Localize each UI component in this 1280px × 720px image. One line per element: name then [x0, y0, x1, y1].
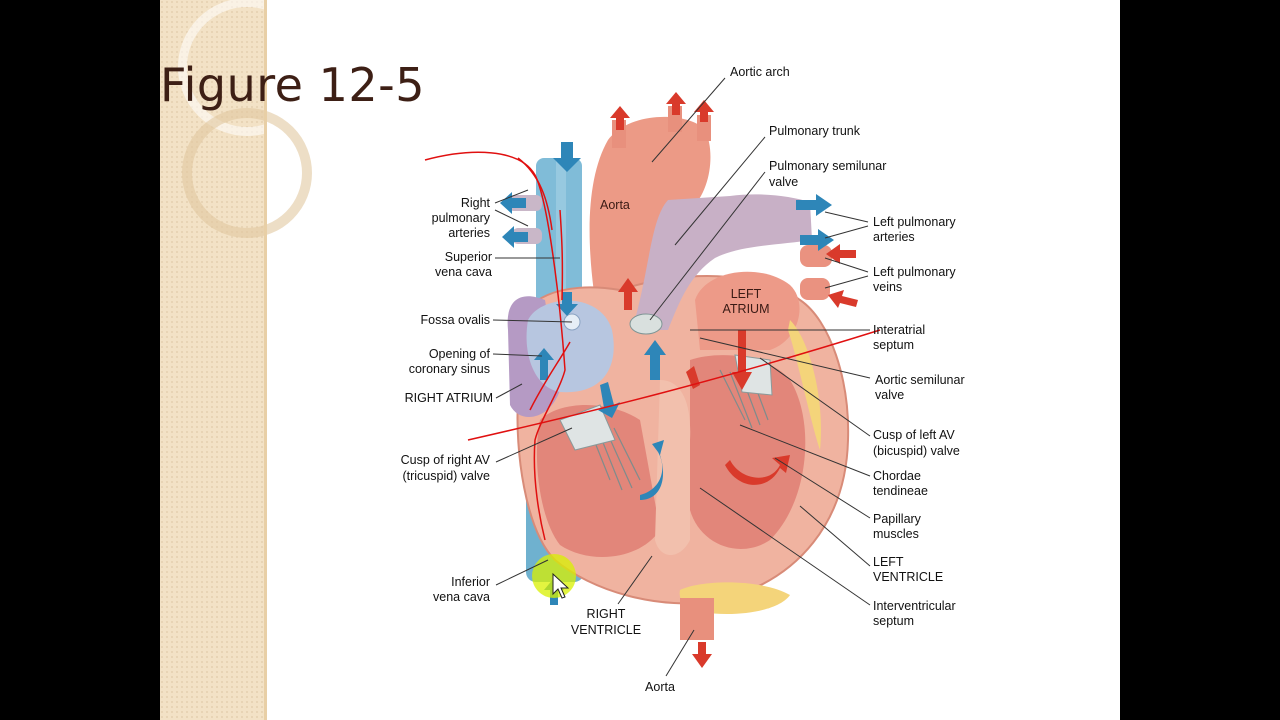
left-pulmonary-vein-upper — [800, 245, 832, 267]
label-pulmonary-trunk: Pulmonary trunk — [769, 124, 861, 138]
cursor-highlight — [532, 554, 576, 598]
label-right-ventricle-2: VENTRICLE — [571, 623, 641, 637]
label-left-atrium-2: ATRIUM — [723, 302, 770, 316]
label-left-pulmonary-arteries-1: Left pulmonary — [873, 215, 956, 229]
interventricular-septum-wall — [655, 380, 690, 555]
red-arrow-lpv-2 — [828, 290, 858, 308]
label-cusp-left-av-2: (bicuspid) valve — [873, 444, 960, 458]
left-pulmonary-vein-lower — [800, 278, 830, 300]
label-aortic-semilunar-valve-1: Aortic semilunar — [875, 373, 965, 387]
label-papillary-muscles-1: Papillary — [873, 512, 922, 526]
label-cusp-left-av-1: Cusp of left AV — [873, 428, 955, 442]
label-opening-coronary-sinus-2: coronary sinus — [409, 362, 490, 376]
label-inferior-vena-cava-2: vena cava — [433, 590, 490, 604]
label-aorta-upper: Aorta — [600, 198, 630, 212]
label-interatrial-septum-2: septum — [873, 338, 914, 352]
label-inferior-vena-cava-1: Inferior — [451, 575, 490, 589]
label-cusp-right-av-2: (tricuspid) valve — [402, 469, 490, 483]
label-left-atrium-1: LEFT — [731, 287, 762, 301]
label-interventricular-septum-1: Interventricular — [873, 599, 956, 613]
label-pulmonary-semilunar-valve-1: Pulmonary semilunar — [769, 159, 886, 173]
label-chordae-tendineae-2: tendineae — [873, 484, 928, 498]
label-left-pulmonary-veins-2: veins — [873, 280, 902, 294]
label-pulmonary-semilunar-valve-2: valve — [769, 175, 798, 189]
label-fossa-ovalis: Fossa ovalis — [421, 313, 490, 327]
label-chordae-tendineae-1: Chordae — [873, 469, 921, 483]
label-opening-coronary-sinus-1: Opening of — [429, 347, 491, 361]
label-right-pulmonary-arteries-1: Right — [461, 196, 491, 210]
aorta-lower-vessel — [680, 598, 714, 640]
pulmonary-valve — [630, 314, 662, 334]
label-left-ventricle-1: LEFT — [873, 555, 904, 569]
label-right-ventricle-1: RIGHT — [587, 607, 626, 621]
label-interventricular-septum-2: septum — [873, 614, 914, 628]
label-aortic-arch: Aortic arch — [730, 65, 790, 79]
red-arrow-aorta-out — [692, 642, 712, 668]
label-right-atrium: RIGHT ATRIUM — [405, 391, 493, 405]
label-aortic-semilunar-valve-2: valve — [875, 388, 904, 402]
label-right-pulmonary-arteries-2: pulmonary — [432, 211, 491, 225]
label-left-pulmonary-veins-1: Left pulmonary — [873, 265, 956, 279]
label-cusp-right-av-1: Cusp of right AV — [401, 453, 491, 467]
label-superior-vena-cava-2: vena cava — [435, 265, 492, 279]
label-papillary-muscles-2: muscles — [873, 527, 919, 541]
label-left-pulmonary-arteries-2: arteries — [873, 230, 915, 244]
label-aorta-lower: Aorta — [645, 680, 675, 694]
label-right-pulmonary-arteries-3: arteries — [448, 226, 490, 240]
label-left-ventricle-2: VENTRICLE — [873, 570, 943, 584]
label-interatrial-septum-1: Interatrial — [873, 323, 925, 337]
label-superior-vena-cava-1: Superior — [445, 250, 492, 264]
